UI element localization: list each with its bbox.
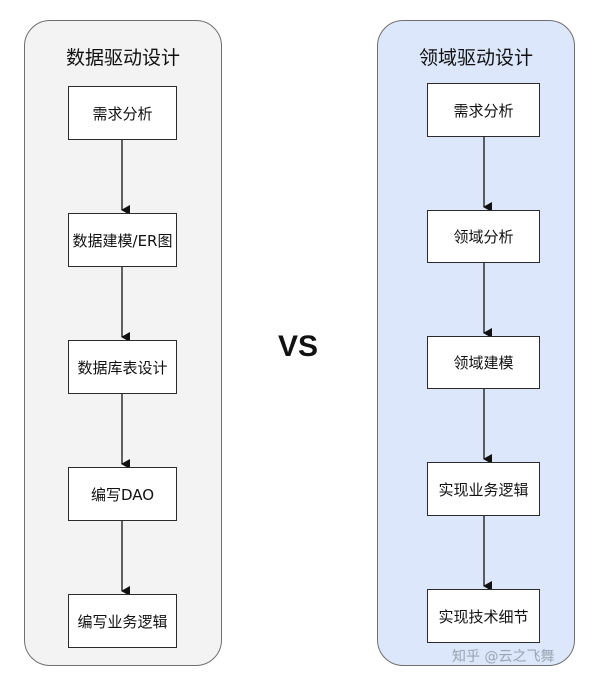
left-step-table-design: 数据库表设计 (68, 340, 177, 394)
right-step-tech-details: 实现技术细节 (427, 589, 540, 643)
watermark: 知乎 @云之飞舞 (452, 649, 555, 665)
right-step-domain-analysis: 领域分析 (427, 210, 540, 263)
vs-label: VS (278, 330, 319, 363)
right-step-requirements: 需求分析 (427, 83, 540, 137)
right-step-business-logic: 实现业务逻辑 (427, 462, 540, 516)
domain-driven-title: 领域驱动设计 (418, 47, 533, 69)
left-step-write-dao: 编写DAO (68, 467, 177, 521)
left-step-business-logic: 编写业务逻辑 (68, 594, 177, 648)
data-driven-title: 数据驱动设计 (65, 47, 180, 69)
left-step-requirements: 需求分析 (68, 86, 177, 140)
left-step-data-modeling: 数据建模/ER图 (68, 213, 177, 267)
domain-driven-panel: 领域驱动设计 (377, 20, 575, 666)
right-step-domain-modeling: 领域建模 (427, 336, 540, 389)
